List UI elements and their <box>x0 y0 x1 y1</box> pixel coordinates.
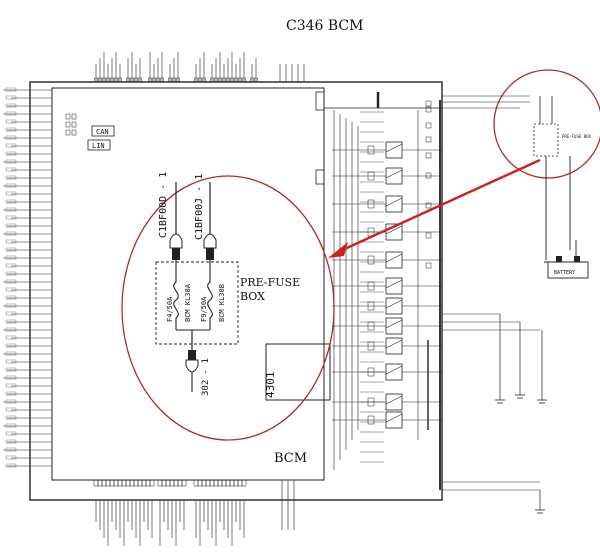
ground-box <box>265 343 331 401</box>
source-prefuse-box <box>533 96 586 263</box>
diagram-title: C346 BCM <box>286 18 363 34</box>
bcm-module-body <box>51 87 325 481</box>
right-side-wiring <box>425 95 547 514</box>
connector-left-label: C1BF00D - 1 <box>158 172 169 238</box>
connector-right-label: C1BF00J - 1 <box>194 174 205 240</box>
highlight-arrow <box>328 158 541 258</box>
prefuse-label-2: BOX <box>240 290 265 303</box>
top-pins <box>94 52 305 83</box>
fuse-right-rating: F9/50A <box>200 296 208 322</box>
fuse-right-name: BCM KL30B <box>218 284 226 322</box>
lin-label: LIN <box>92 142 105 150</box>
prefuse-box <box>155 182 239 392</box>
prefuse-highlight-ellipse <box>121 175 335 441</box>
battery-label: BATTERY <box>554 270 575 276</box>
bottom-pins <box>93 479 295 546</box>
source-highlight-circle <box>493 69 600 179</box>
can-label: CAN <box>96 128 109 136</box>
bcm-label: BCM <box>274 451 307 466</box>
battery-symbol <box>547 240 589 279</box>
fuse-left-name: BCM KL30A <box>184 283 192 322</box>
prefuse-label-1: PRE-FUSE <box>240 276 300 289</box>
bottom-connector-label: 302 - 1 <box>201 358 211 396</box>
left-pins <box>3 87 52 468</box>
ground-box-label: 4301 <box>264 372 277 399</box>
fuse-left-rating: F4/50A <box>166 296 174 322</box>
right-relay-region <box>324 92 442 490</box>
small-prefuse-label: PRE-FUSE BOX <box>562 134 591 139</box>
